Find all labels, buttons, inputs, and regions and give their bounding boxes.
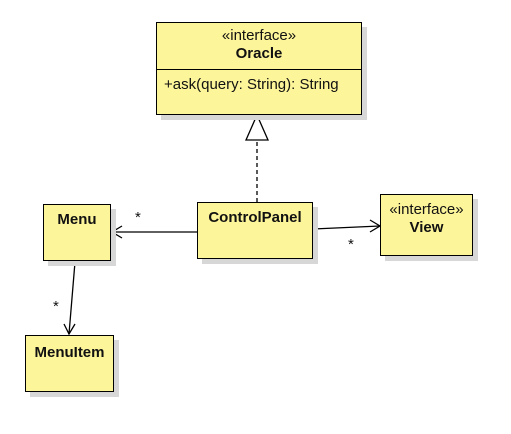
view-interface[interactable]: «interface» View — [380, 194, 473, 256]
association-arrowhead-menu — [110, 225, 123, 239]
view-multiplicity: * — [348, 236, 354, 253]
oracle-operation-ask: +ask(query: String): String — [164, 76, 339, 93]
oracle-operations-divider — [157, 69, 361, 70]
association-arrowhead-menu-item — [63, 323, 76, 336]
menu-multiplicity: * — [135, 209, 141, 226]
oracle-header: «interface» Oracle — [157, 27, 361, 63]
menu-class[interactable]: Menu — [43, 204, 111, 261]
realization-arrowhead — [245, 113, 269, 141]
control-panel-name: ControlPanel — [208, 209, 302, 226]
oracle-interface[interactable]: «interface» Oracle +ask(query: String): … — [156, 22, 362, 115]
menu-item-multiplicity: * — [53, 298, 59, 315]
menu-item-name: MenuItem — [34, 344, 105, 361]
menu-name: Menu — [57, 211, 97, 228]
view-name: View — [409, 219, 444, 236]
menu-item-class[interactable]: MenuItem — [25, 335, 114, 392]
control-panel-class[interactable]: ControlPanel — [197, 202, 313, 259]
view-stereotype: «interface» — [389, 201, 464, 218]
oracle-stereotype: «interface» — [221, 27, 297, 44]
oracle-name: Oracle — [235, 45, 283, 62]
association-line-view — [312, 225, 381, 230]
association-line-menu-item — [68, 261, 76, 335]
